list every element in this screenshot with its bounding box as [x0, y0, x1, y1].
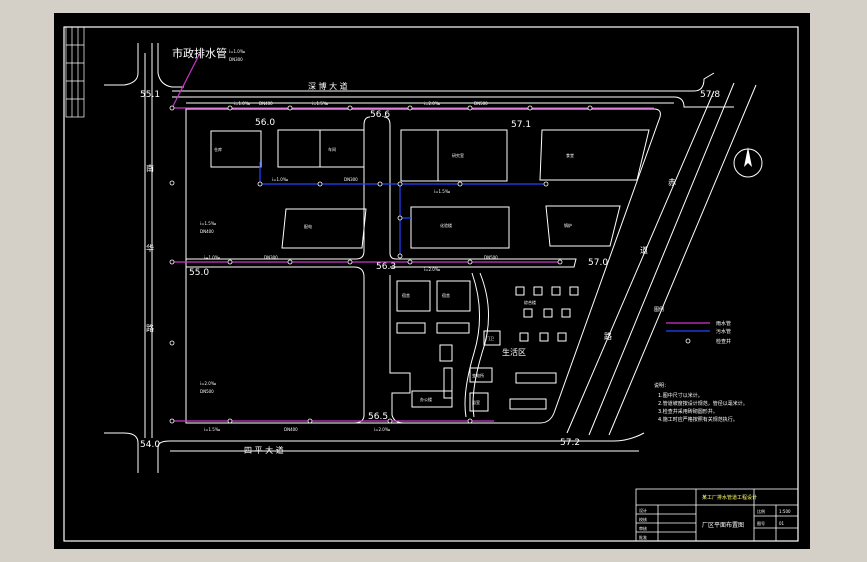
- cad-drawing-sheet: i=1.0‰ DN400 i=1.5‰ i=2.0‰ DN500 i=1.0‰ …: [54, 13, 810, 549]
- bldg-label-10b: 宿舍: [442, 292, 450, 298]
- drawing-border: [63, 26, 799, 542]
- pipe-spec-14: DN400: [284, 427, 298, 432]
- legend-item-manhole: 检查井: [716, 338, 731, 345]
- elev-mid-c: 56.3: [376, 262, 396, 272]
- design-notes: 说明： 1.图中尺寸以米计。 2.管道坡度按设计规范，管径以毫米计。 3.检查井…: [654, 382, 748, 423]
- west-road-char-2: 华: [146, 243, 154, 253]
- building-power: [281, 208, 367, 249]
- pipe-spec-11: i=2.0‰: [424, 267, 441, 272]
- bldg-label-8: 锅炉: [564, 222, 572, 228]
- bldg-label-4: 食堂: [566, 152, 574, 158]
- site-plan-svg: i=1.0‰ DN400 i=1.5‰ i=2.0‰ DN500 i=1.0‰ …: [63, 26, 799, 542]
- pipe-spec-3: i=1.5‰: [312, 101, 329, 106]
- east-road-char-2: 道: [640, 245, 648, 255]
- title-row-check: 校核: [639, 516, 647, 522]
- building-workshop: [277, 129, 365, 168]
- pipe-spec-9: i=1.0‰: [204, 255, 221, 260]
- bldg-label-10: 宿舍: [402, 292, 410, 298]
- pipe-spec-20: i=2.0‰: [200, 381, 217, 386]
- pipe-spec-21: DN500: [200, 389, 214, 394]
- note-line-1: 1.图中尺寸以米计。: [658, 392, 703, 399]
- pipe-spec-5: DN500: [474, 101, 488, 106]
- building-warehouse: [210, 130, 262, 168]
- building-lab: [400, 129, 508, 182]
- south-road-label: 四 平 大 道: [244, 445, 284, 455]
- elev-nw: 55.1: [140, 90, 160, 100]
- elev-s-c: 56.5: [368, 412, 388, 422]
- legend-item-sewer: 污水管: [716, 328, 731, 335]
- building-chem: [410, 206, 510, 249]
- pipe-spec-7: DN300: [344, 177, 358, 182]
- rain-pipes: [171, 52, 654, 422]
- east-road-char-1: 赤: [668, 178, 676, 187]
- manholes: [169, 105, 593, 424]
- road-network: [104, 43, 757, 473]
- living-zone-label: 生活区: [502, 347, 526, 357]
- legend-title: 图例: [654, 306, 664, 313]
- elev-n1: 56.0: [255, 118, 275, 128]
- pipe-spec-1: i=1.0‰: [234, 101, 251, 106]
- title-info-scale: 1:500: [779, 509, 791, 514]
- pipe-spec-13: i=1.5‰: [204, 427, 221, 432]
- pipe-spec-18: i=1.5‰: [200, 221, 217, 226]
- elev-mid-w: 55.0: [189, 268, 209, 278]
- bldg-label-5: 配电: [304, 223, 312, 229]
- bldg-label-3: 研究室: [452, 152, 464, 158]
- elev-sw: 54.0: [140, 440, 160, 450]
- small-houses: [509, 286, 579, 410]
- bldg-label-7: 综合楼: [524, 299, 536, 305]
- binding-strip: [65, 26, 85, 118]
- note-line-4: 4.施工时应严格按照有关规范执行。: [658, 416, 738, 423]
- elev-se: 57.2: [560, 438, 580, 448]
- title-info-no: 01: [779, 521, 785, 526]
- pipe-spec-10: DN300: [264, 255, 278, 260]
- west-road-char-1: 南: [146, 163, 154, 173]
- legend: 图例 雨水管 污水管 检查井: [654, 306, 731, 345]
- bldg-label-9: 办公楼: [420, 396, 432, 402]
- title-project: 某工厂排水管道工程设计: [702, 494, 757, 501]
- pipe-spec-19: DN400: [200, 229, 214, 234]
- building-boiler: [545, 205, 621, 247]
- elev-n2: 56.6: [370, 110, 390, 120]
- pipe-spec-8: i=1.5‰: [434, 189, 451, 194]
- note-line-2: 2.管道坡度按设计规范，管径以毫米计。: [658, 400, 748, 407]
- pipe-spec-17: DN300: [229, 57, 243, 62]
- buildings: [210, 129, 650, 412]
- elev-n3: 57.1: [511, 120, 531, 130]
- notes-title: 说明：: [654, 382, 669, 389]
- bldg-label-1: 仓库: [214, 146, 222, 152]
- pipe-spec-15: i=2.0‰: [374, 427, 391, 432]
- bldg-label-2: 车间: [328, 146, 336, 152]
- bldg-label-11: 门卫: [486, 335, 494, 341]
- bldg-label-6: 化验楼: [440, 222, 452, 228]
- title-info-no-label: 图号: [757, 520, 765, 526]
- pipe-spec-16: i=1.0‰: [229, 49, 246, 54]
- note-line-3: 3.检查井采用砖砌圆形井。: [658, 408, 718, 415]
- title-row-design: 设计: [639, 507, 647, 513]
- pipe-spec-labels: i=1.0‰ DN400 i=1.5‰ i=2.0‰ DN500 i=1.0‰ …: [200, 49, 498, 432]
- dorm-b: [436, 280, 471, 312]
- bldg-label-12: 变电所: [472, 372, 484, 378]
- title-row-approve: 批准: [639, 534, 647, 540]
- elev-mid-e: 57.0: [588, 258, 608, 268]
- east-road-char-3: 路: [604, 331, 612, 341]
- west-road-char-3: 路: [146, 323, 154, 333]
- pipe-spec-2: DN400: [259, 101, 273, 106]
- municipal-pipe-label: 市政排水管: [172, 46, 227, 60]
- elev-ne: 57.8: [700, 90, 720, 100]
- north-arrow-icon: [733, 147, 763, 178]
- title-row-review: 审核: [639, 525, 647, 531]
- dorm-a: [396, 280, 431, 312]
- north-road-label: 深 博 大 道: [308, 81, 348, 91]
- pipe-spec-6: i=1.0‰: [272, 177, 289, 182]
- legend-item-rain: 雨水管: [716, 320, 731, 327]
- building-labels: 仓库 车间 研究室 食堂 配电 化验楼 锅炉 宿舍 宿舍 门卫 变电所 浴室 办…: [214, 146, 574, 405]
- title-block: [635, 488, 799, 542]
- title-info-scale-label: 比例: [757, 508, 765, 514]
- pipe-spec-12: DN500: [484, 255, 498, 260]
- bldg-label-13: 浴室: [472, 399, 480, 405]
- pipe-spec-4: i=2.0‰: [424, 101, 441, 106]
- title-drawing-name: 厂区平面布置图: [702, 521, 744, 529]
- building-canteen: [539, 129, 650, 181]
